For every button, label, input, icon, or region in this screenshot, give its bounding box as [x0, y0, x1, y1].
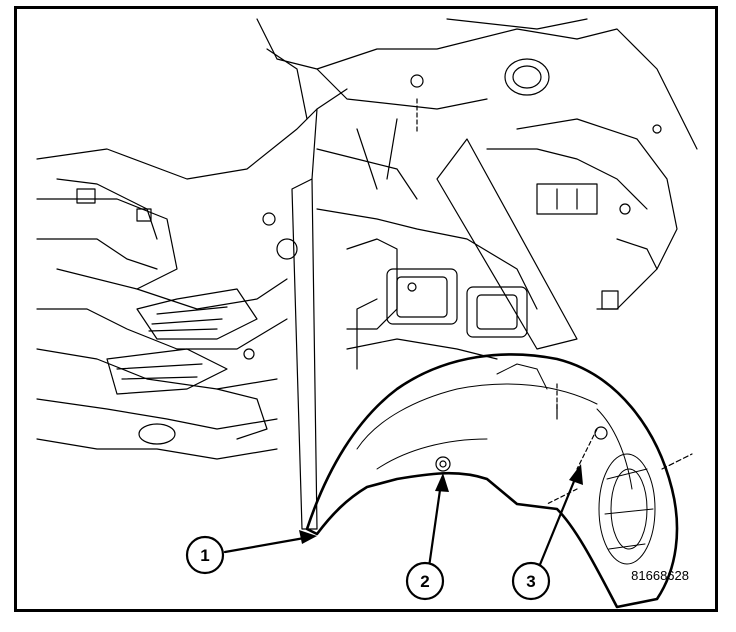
figure-frame: 1 2 3 81668628: [14, 6, 718, 612]
callout-3: 3: [511, 561, 551, 601]
leader-arrowheads: [299, 464, 583, 544]
wheelhouse-liner-detail: [356, 363, 656, 565]
upper-body-structure: [256, 18, 698, 310]
callout-2: 2: [405, 561, 445, 601]
callout-2-label: 2: [420, 572, 429, 591]
callout-1: 1: [185, 535, 225, 575]
side-panel-outline: [291, 88, 348, 530]
rear-panel-outline: [436, 138, 578, 350]
callout-3-label: 3: [526, 572, 535, 591]
callout-leaders: [223, 472, 579, 569]
callout-1-label: 1: [200, 546, 209, 565]
vehicle-body-drawing: 1 2 3: [36, 18, 698, 609]
wheelhouse-liner: [305, 353, 679, 609]
center-floor-structure: [316, 118, 538, 370]
figure-id-label: 81668628: [631, 568, 689, 583]
floor-pan-structure: [36, 108, 318, 460]
fastener-locations: [416, 98, 693, 505]
